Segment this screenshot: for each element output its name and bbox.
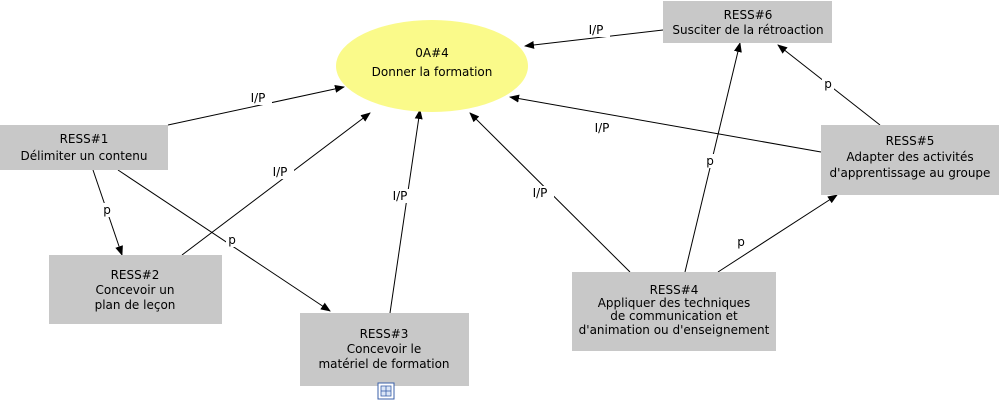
ress2-line2: Concevoir un (95, 283, 174, 297)
ress3-line2: Concevoir le (347, 342, 422, 356)
ress4-line3: de communication et (610, 309, 738, 323)
edge-label-bg (735, 235, 747, 249)
node-ress2[interactable]: RESS#2 Concevoir un plan de leçon (49, 255, 222, 324)
ress6-code: RESS#6 (724, 8, 773, 22)
ress5-line2: Adapter des activités (846, 150, 973, 164)
edge-label-ress5-to-goal: I/P (595, 121, 610, 135)
goal-code: 0A#4 (415, 46, 449, 60)
edge-label-bg (526, 186, 554, 200)
ress6-title: Susciter de la rétroaction (672, 23, 823, 37)
ress5-line3: d'apprentissage au groupe (830, 166, 991, 180)
goal-title: Donner la formation (372, 65, 493, 79)
diagram-icon[interactable] (377, 382, 395, 400)
ress2-line3: plan de leçon (95, 298, 176, 312)
edge-label-ress6-to-goal: I/P (589, 23, 604, 37)
edge-label-ress1-to-ress2: p (103, 203, 111, 217)
edge-label-ress4-to-ress5: p (737, 235, 745, 249)
edge-label-ress4-to-goal: I/P (533, 186, 548, 200)
edge-label-ress4-to-ress6: p (706, 154, 714, 168)
edge-label-ress5-to-ress6: p (824, 77, 832, 91)
edge-label-ress1-to-ress3: p (228, 233, 236, 247)
edge-label-bg (226, 233, 238, 247)
ress4-line4: d'animation ou d'enseignement (579, 323, 770, 337)
edges-layer: I/P I/P I/P I/P I/P I/P p p p p p (92, 23, 881, 314)
node-ress3[interactable]: RESS#3 Concevoir le matériel de formatio… (300, 313, 469, 386)
edge-ress6-to-goal (524, 29, 664, 49)
edge-label-bg (386, 189, 414, 203)
edge-ress4-to-ress5 (717, 194, 838, 273)
node-ress5[interactable]: RESS#5 Adapter des activités d'apprentis… (821, 125, 999, 195)
edge-label-ress1-to-goal: I/P (251, 91, 266, 105)
edge-ress1-to-goal (167, 84, 345, 126)
ress3-line3: matériel de formation (318, 357, 449, 371)
node-ress4[interactable]: RESS#4 Appliquer des techniques de commu… (572, 272, 776, 351)
edge-ress3-to-goal (389, 109, 423, 314)
node-goal[interactable]: 0A#4 Donner la formation (336, 20, 528, 112)
edge-label-bg (822, 77, 834, 91)
edge-label-bg (588, 121, 616, 135)
edge-ress2-to-goal (181, 112, 371, 256)
ress4-code: RESS#4 (650, 283, 699, 297)
ress5-code: RESS#5 (886, 134, 935, 148)
edge-label-bg (704, 154, 716, 168)
ress3-code: RESS#3 (360, 327, 409, 341)
ress2-code: RESS#2 (111, 268, 160, 282)
edge-label-bg (244, 91, 272, 105)
node-ress1[interactable]: RESS#1 Délimiter un contenu (0, 125, 168, 170)
edge-ress5-to-goal (509, 94, 822, 153)
ress4-line2: Appliquer des techniques (598, 296, 751, 310)
edge-label-ress2-to-goal: I/P (273, 165, 288, 179)
edge-label-bg (582, 23, 610, 37)
edge-label-ress3-to-goal: I/P (393, 189, 408, 203)
ress1-title: Délimiter un contenu (20, 149, 147, 163)
edge-label-bg (266, 165, 294, 179)
edge-label-bg (101, 203, 113, 217)
edge-ress1-to-ress3 (117, 169, 331, 312)
ress1-code: RESS#1 (60, 132, 109, 146)
node-ress6[interactable]: RESS#6 Susciter de la rétroaction (663, 1, 832, 43)
